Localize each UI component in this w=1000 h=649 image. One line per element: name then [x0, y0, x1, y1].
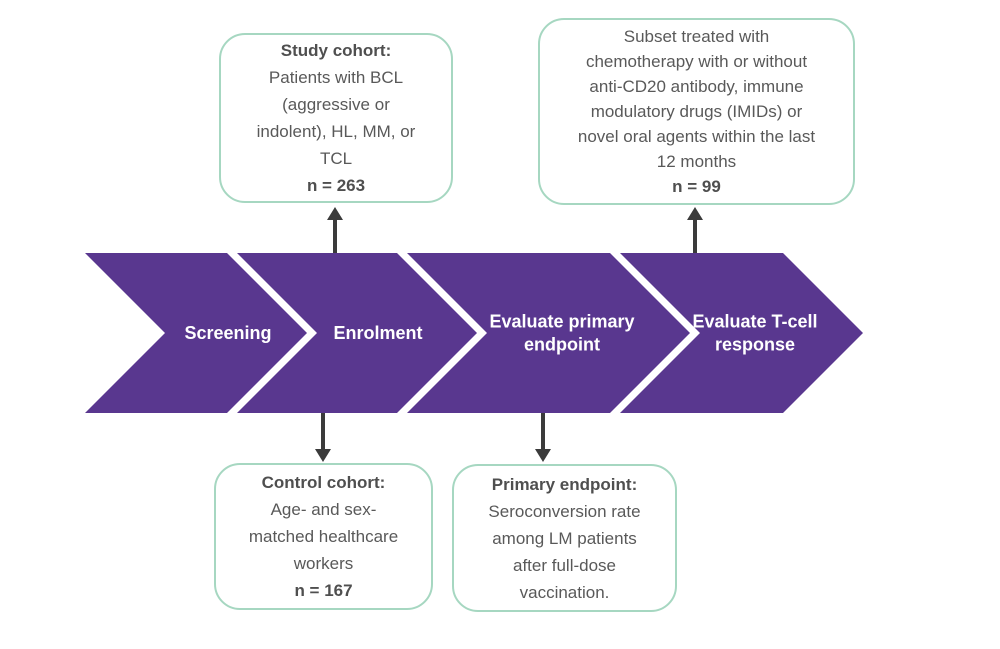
callout-line-n-count: n = 263: [306, 176, 366, 195]
callout-line: modulatory drugs (IMIDs) or: [590, 102, 803, 121]
callout-subset-treated: Subset treated with chemotherapy with or…: [538, 18, 855, 205]
callout-line: Primary endpoint:: [491, 474, 638, 494]
chevron-enrolment-shape: [237, 253, 477, 413]
callout-line: matched healthcare: [248, 527, 399, 546]
callout-line: indolent), HL, MM, or: [256, 122, 416, 141]
arrow-head-up-icon: [687, 207, 703, 220]
callout-line: novel oral agents within the last: [577, 127, 816, 146]
callout-primary-endpoint: Primary endpoint: Seroconversion rate am…: [452, 464, 677, 612]
callout-line: after full-dose: [513, 555, 616, 575]
chevron-screening-shape: [85, 253, 307, 413]
callout-study-cohort: Study cohort: Patients with BCL (aggress…: [219, 33, 453, 203]
chevron-evaluate-tcell-shape: [620, 253, 863, 413]
arrow-shaft: [541, 413, 545, 450]
callout-line: Patients with BCL: [268, 68, 404, 87]
callout-line-n-count: n = 167: [294, 581, 353, 600]
callout-line: 12 months: [656, 152, 737, 171]
callout-line: Control cohort:: [261, 473, 386, 492]
callout-line: TCL: [319, 149, 353, 168]
callout-line: vaccination.: [519, 582, 610, 602]
arrow-head-up-icon: [327, 207, 343, 220]
callout-control-cohort: Control cohort: Age- and sex- matched he…: [214, 463, 433, 610]
callout-line: Subset treated with: [623, 27, 770, 46]
arrow-head-down-icon: [535, 449, 551, 462]
step-label-evaluate-tcell-response: Evaluate T-cell response: [692, 311, 818, 355]
step-label-evaluate-primary-endpoint: Evaluate primary endpoint: [489, 311, 635, 355]
callout-line: anti-CD20 antibody, immune: [589, 77, 804, 96]
callout-line-n-count: n = 99: [672, 177, 721, 196]
callout-line: Seroconversion rate: [488, 501, 641, 521]
callout-line: Age- and sex-: [270, 500, 377, 519]
arrow-shaft: [693, 219, 697, 255]
chevron-evaluate-primary-shape: [407, 253, 690, 413]
callout-line: chemotherapy with or without: [585, 52, 808, 71]
callout-line: workers: [293, 554, 354, 573]
arrow-head-down-icon: [315, 449, 331, 462]
arrow-shaft: [333, 219, 337, 255]
chevron-band-svg: [85, 253, 863, 413]
step-label-screening: Screening: [184, 322, 272, 343]
callout-line: (aggressive or: [282, 95, 390, 114]
callout-line: Study cohort:: [280, 41, 392, 60]
process-chevron-band: Screening Enrolment Evaluate primary end…: [85, 253, 865, 413]
step-label-enrolment: Enrolment: [333, 322, 423, 343]
callout-line: among LM patients: [492, 528, 637, 548]
arrow-shaft: [321, 413, 325, 450]
